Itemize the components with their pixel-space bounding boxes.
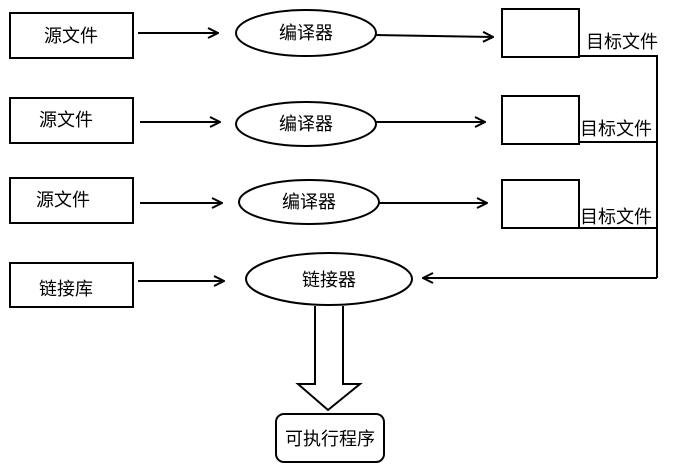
linker-ellipse xyxy=(245,252,413,306)
connector-object-1 xyxy=(579,55,658,278)
object-file-box-2 xyxy=(501,95,580,145)
arrow-compiler-to-object-1 xyxy=(375,35,493,37)
source-file-label-1: 源文件 xyxy=(44,26,98,47)
source-file-box-1 xyxy=(9,12,134,59)
source-file-box-2 xyxy=(9,97,134,144)
compiler-label-3: 编译器 xyxy=(282,192,336,213)
executable-label: 可执行程序 xyxy=(285,429,375,450)
compiler-label-2: 编译器 xyxy=(279,114,333,135)
object-file-label-3: 目标文件 xyxy=(580,207,652,228)
source-file-label-3: 源文件 xyxy=(36,190,90,211)
linker-label: 链接器 xyxy=(302,270,356,291)
source-file-box-3 xyxy=(9,177,134,224)
object-file-label-2: 目标文件 xyxy=(580,119,652,140)
library-box xyxy=(9,262,134,308)
hollow-arrow-to-executable xyxy=(295,306,363,412)
compiler-ellipse-1 xyxy=(235,9,377,57)
object-file-box-1 xyxy=(501,8,580,58)
compiler-label-1: 编译器 xyxy=(279,23,333,44)
library-label: 链接库 xyxy=(39,279,93,300)
source-file-label-2: 源文件 xyxy=(39,110,93,131)
object-file-box-3 xyxy=(501,179,580,229)
object-file-label-1: 目标文件 xyxy=(586,32,658,53)
compiler-ellipse-2 xyxy=(235,101,377,147)
executable-box xyxy=(275,413,385,463)
